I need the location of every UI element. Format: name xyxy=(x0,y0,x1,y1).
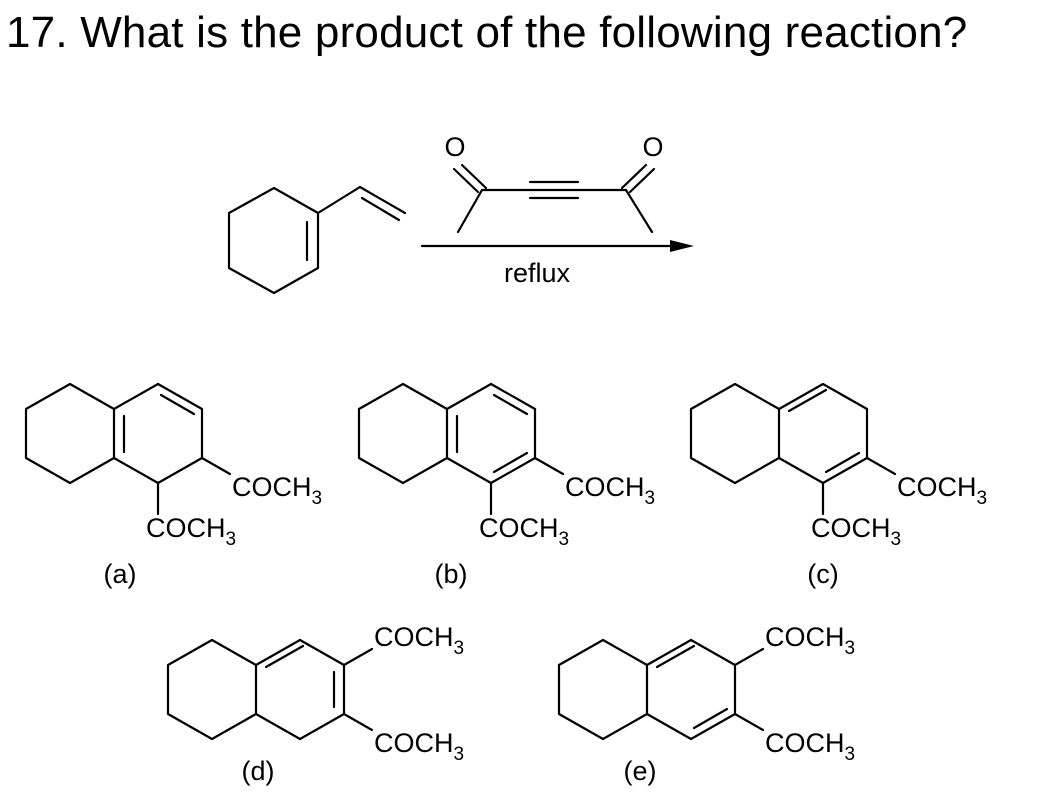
option-d-substituent-top: COCH3 xyxy=(374,622,464,659)
reaction-condition: reflux xyxy=(504,258,571,288)
option-e-structure xyxy=(557,638,765,741)
option-e-substituent-bottom: COCH3 xyxy=(765,728,855,765)
oxygen-label-left: O xyxy=(444,132,465,162)
question-title: 17. What is the product of the following… xyxy=(6,8,968,57)
option-d-structure xyxy=(166,638,374,741)
option-a-structure xyxy=(24,382,232,516)
option-a-label: (a) xyxy=(104,559,137,589)
option-a-substituent-right: COCH3 xyxy=(232,472,322,509)
option-b-label: (b) xyxy=(435,559,468,589)
option-c-substituent-bottom: COCH3 xyxy=(811,513,901,550)
option-b-substituent-right: COCH3 xyxy=(565,472,655,509)
option-e-substituent-top: COCH3 xyxy=(765,622,855,659)
reactant-vinylcyclohexene xyxy=(227,185,407,295)
option-c-structure xyxy=(689,382,897,516)
option-a-substituent-bottom: COCH3 xyxy=(146,513,236,550)
oxygen-label-right: O xyxy=(642,132,663,162)
option-c-substituent-right: COCH3 xyxy=(897,472,987,509)
option-d-label: (d) xyxy=(242,756,275,786)
reagent-diketone-alkyne: O O xyxy=(444,132,664,234)
option-c-label: (c) xyxy=(807,559,838,589)
option-b-substituent-bottom: COCH3 xyxy=(479,513,569,550)
option-d-substituent-bottom: COCH3 xyxy=(374,728,464,765)
reaction-arrow xyxy=(420,240,694,252)
option-b-structure xyxy=(357,382,565,516)
option-e-label: (e) xyxy=(624,756,657,786)
